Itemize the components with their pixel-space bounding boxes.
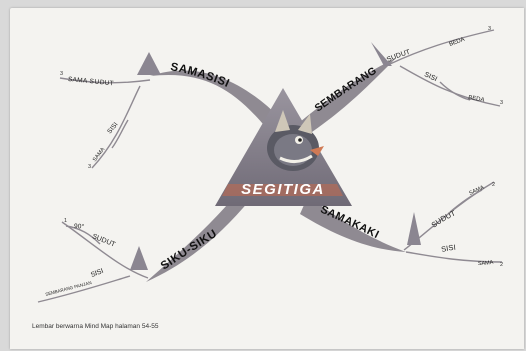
sikusiku-90-label: 90° [74,222,85,230]
sembarang-sisi-label: SISI [423,71,438,83]
samakaki-sisi-label: SISI [440,243,456,254]
samasisi-subbranches [60,78,150,168]
sikusiku-sisi-detail-label: SEMBARANG PANJANG [0,0,92,297]
branch-sikusiku-label: SIKU-SIKU [159,228,220,273]
branch-samasisi-label: SAMASISI [169,61,231,90]
sikusiku-triangle-icon [130,246,148,270]
sembarang-subbranches [390,30,500,106]
sembarang-num-1: 3 [488,26,491,32]
page-caption: Lembar berwarna Mind Map halaman 54-55 [32,323,158,330]
sikusiku-num-1: 1 [64,218,67,224]
sembarang-sudut-label: SUDUT [386,49,412,64]
sikusiku-sisi-label: SISI [90,268,105,279]
sembarang-beda-1-label: BEDA [449,37,466,48]
sembarang-num-2: 3 [500,100,503,106]
samakaki-sudut-label: SUDUT [430,208,458,229]
samakaki-num-2: 2 [500,262,503,268]
samasisi-sama-sudut-label: SAMA SUDUT [68,76,115,87]
samakaki-sama-1-label: SAMA [468,185,485,197]
samasisi-num-1: 3 [60,71,63,77]
samakaki-num-1: 2 [492,182,495,188]
sembarang-beda-2-label: BEDA [468,95,485,104]
samakaki-triangle-icon [407,212,421,245]
samasisi-num-2: 3 [88,164,91,170]
samasisi-triangle-icon [137,52,161,75]
branch-sembarang-label: SEMBARANG [313,65,379,115]
branch-sembarang-shape [300,58,396,136]
samakaki-sama-2-label: SAMA [478,260,494,267]
central-title: SEGITIGA [241,181,325,198]
